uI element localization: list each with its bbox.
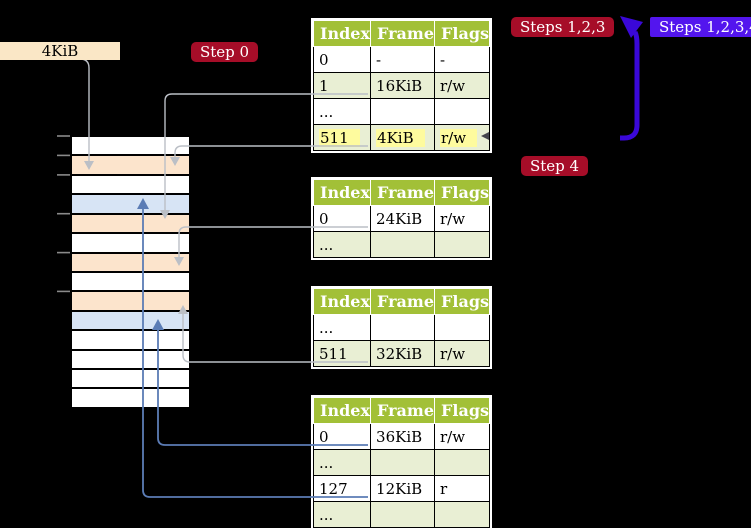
table-cell [434, 449, 491, 476]
memory-row-3-mapped-page [72, 195, 189, 215]
table-cell [434, 231, 491, 258]
table-cell: 32KiB [370, 340, 436, 367]
memory-row-12 [72, 370, 189, 390]
table-cell: r/w [434, 340, 491, 367]
column-header-frame: Frame [370, 20, 436, 47]
table-cell: 36KiB [370, 423, 436, 450]
table-cell [370, 501, 436, 528]
table-cell: ... [312, 231, 372, 258]
column-header-index: Index [312, 20, 372, 47]
table-cell: 511 [312, 124, 372, 151]
page-table-level2: Index Frame Flags ... 511 32KiB r/w [310, 286, 493, 369]
memory-row-9-mapped-page [72, 311, 189, 332]
column-header-flags: Flags [434, 179, 491, 206]
page-table-level3: Index Frame Flags 0 24KiB r/w ... [310, 177, 493, 260]
table-cell [434, 501, 491, 528]
memory-row-7 [72, 272, 189, 293]
table-row: ... [312, 314, 491, 341]
table-cell: 24KiB [370, 205, 436, 232]
table-header-row: Index Frame Flags [312, 397, 491, 424]
table-cell: ... [312, 98, 372, 125]
memory-row-1-page-table-l4 [72, 156, 189, 176]
table-header-row: Index Frame Flags [312, 288, 491, 315]
page-table-level1: Index Frame Flags 0 36KiB r/w ... 127 12… [310, 395, 493, 528]
memory-row-6-page-table-l2 [72, 253, 189, 273]
table-row: 0 36KiB r/w [312, 423, 491, 450]
table-cell: - [434, 46, 491, 73]
table-row-highlighted: 511 4KiB r/w [312, 124, 491, 151]
table-cell [370, 231, 436, 258]
memory-row-5 [72, 234, 189, 254]
table-cell: r/w [434, 423, 491, 450]
memory-row-2 [72, 175, 189, 196]
table-cell: ... [312, 501, 372, 528]
table-cell: ... [312, 449, 372, 476]
column-header-index: Index [312, 288, 372, 315]
table-row: ... [312, 501, 491, 528]
column-header-index: Index [312, 179, 372, 206]
table-cell [370, 449, 436, 476]
table-cell: ... [312, 314, 372, 341]
table-cell [434, 98, 491, 125]
memory-row-4-page-table-l3 [72, 214, 189, 235]
memory-strip [71, 136, 190, 408]
table-cell: 0 [312, 205, 372, 232]
column-header-frame: Frame [370, 288, 436, 315]
page-table-level4: Index Frame Flags 0 - - 1 16KiB r/w ... … [310, 18, 493, 153]
table-cell: r [434, 475, 491, 502]
table-row: 127 12KiB r [312, 475, 491, 502]
highlight-chip: 4KiB [376, 128, 425, 147]
column-header-index: Index [312, 397, 372, 424]
table-header-row: Index Frame Flags [312, 20, 491, 47]
table-cell: 12KiB [370, 475, 436, 502]
table-cell: 4KiB [370, 124, 436, 151]
table-cell: 127 [312, 475, 372, 502]
memory-row-13 [72, 389, 189, 407]
column-header-flags: Flags [434, 288, 491, 315]
memory-row-0 [72, 137, 189, 157]
table-cell: r/w [434, 205, 491, 232]
highlight-chip: r/w [440, 128, 478, 147]
highlight-chip: 511 [319, 128, 360, 147]
badge-steps-1-2-3: Steps 1,2,3 [511, 17, 615, 37]
table-cell: r/w [434, 72, 491, 99]
arrowhead-up-left [620, 16, 643, 38]
table-cell [370, 314, 436, 341]
table-cell: 1 [312, 72, 372, 99]
column-header-flags: Flags [434, 397, 491, 424]
column-header-frame: Frame [370, 397, 436, 424]
table-cell [434, 314, 491, 341]
table-row: 0 - - [312, 46, 491, 73]
memory-row-11 [72, 350, 189, 371]
table-cell: r/w [434, 124, 491, 151]
table-row: 1 16KiB r/w [312, 72, 491, 99]
page-size-label: 4KiB [0, 42, 120, 60]
badge-step-0: Step 0 [191, 42, 259, 62]
table-header-row: Index Frame Flags [312, 179, 491, 206]
memory-row-10 [72, 331, 189, 351]
table-row: 511 32KiB r/w [312, 340, 491, 367]
table-cell: - [370, 46, 436, 73]
column-header-frame: Frame [370, 179, 436, 206]
table-cell: 16KiB [370, 72, 436, 99]
table-row: ... [312, 231, 491, 258]
table-row: ... [312, 449, 491, 476]
memory-address-ticks [57, 135, 70, 293]
table-cell: 511 [312, 340, 372, 367]
table-row: ... [312, 98, 491, 125]
badge-step-4: Step 4 [521, 156, 589, 176]
column-header-flags: Flags [434, 20, 491, 47]
table-cell: 0 [312, 46, 372, 73]
badge-steps-1-2-3-4: Steps 1,2,3,4 [650, 17, 751, 37]
table-cell [370, 98, 436, 125]
table-row: 0 24KiB r/w [312, 205, 491, 232]
recursive-loop-arrow [620, 16, 643, 141]
memory-row-8-page-table-l1 [72, 292, 189, 312]
table-cell: 0 [312, 423, 372, 450]
